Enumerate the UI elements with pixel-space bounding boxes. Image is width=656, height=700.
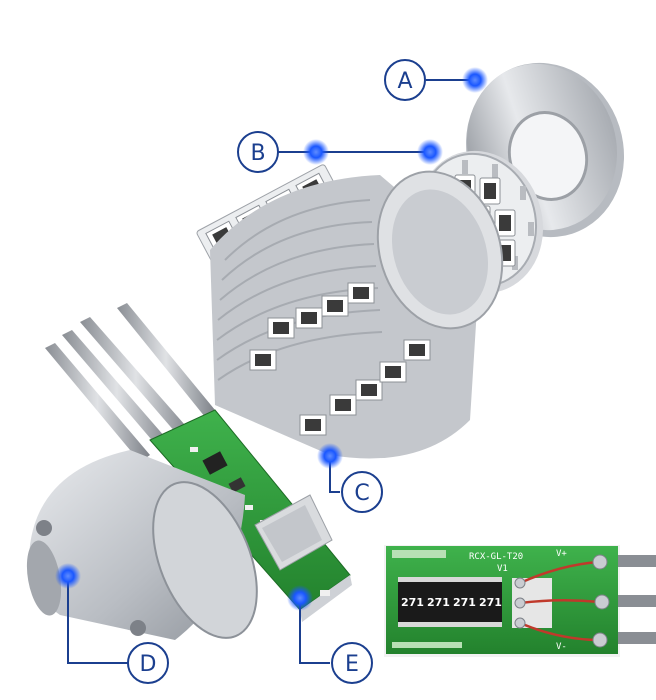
led-cylinder <box>210 170 504 459</box>
callout-d-letter: D <box>140 652 157 677</box>
bayonet-base <box>26 450 258 640</box>
lead-pins <box>45 303 215 462</box>
callout-e: E <box>331 642 373 684</box>
pcb-vplus-label: V+ <box>556 549 567 559</box>
pcb-inset: RCX-GL-T20 V1 V+ V- 271 271 271 271 <box>384 545 656 657</box>
resistor-code-2: 271 <box>427 596 450 609</box>
pcb-version-label: V1 <box>497 564 508 574</box>
resistor-code-4: 271 <box>479 596 502 609</box>
pcb-vminus-label: V- <box>556 642 567 652</box>
callout-b-letter: B <box>250 141 265 166</box>
callout-c: C <box>341 471 383 513</box>
callout-c-letter: C <box>354 481 369 506</box>
callout-d: D <box>127 642 169 684</box>
driver-pcb <box>149 409 352 622</box>
callout-e-letter: E <box>345 652 359 677</box>
callout-a-letter: A <box>397 69 412 94</box>
pcb-model-label: RCX-GL-T20 <box>469 552 523 562</box>
resistor-code-3: 271 <box>453 596 476 609</box>
callout-a: A <box>384 59 426 101</box>
callout-dots <box>55 67 488 611</box>
callout-b: B <box>237 131 279 173</box>
resistor-code-1: 271 <box>401 596 424 609</box>
